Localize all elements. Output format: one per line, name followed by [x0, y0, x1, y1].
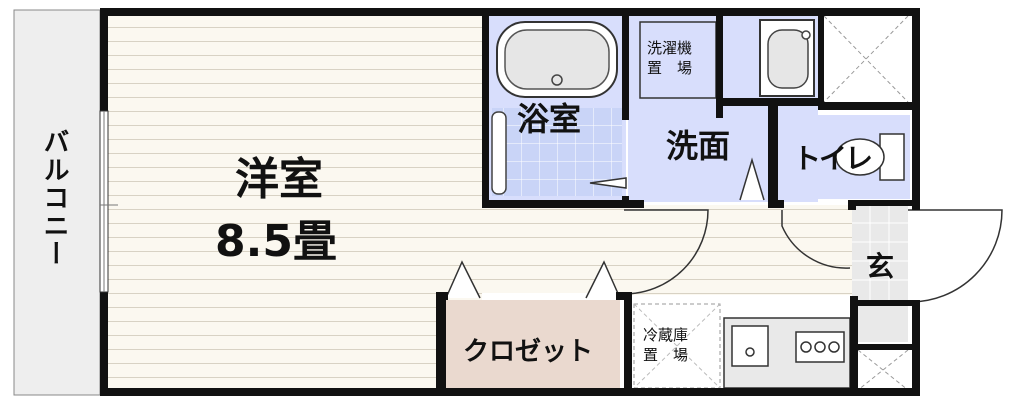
- walls: [100, 8, 920, 396]
- burner-icon: [814, 341, 826, 353]
- bath-label: 浴室: [517, 100, 582, 138]
- storage-lower: [857, 349, 909, 391]
- entrance-label: 玄: [866, 250, 895, 283]
- storage-upper: [823, 15, 909, 103]
- western-room-size: 8.5畳: [215, 216, 337, 267]
- kitchen-sink: [731, 325, 769, 367]
- fridge-label-1: 冷蔵庫: [643, 326, 689, 344]
- western-room: [108, 16, 482, 388]
- corridor: [482, 205, 852, 295]
- washer-space: [639, 21, 717, 99]
- stove: [795, 331, 845, 363]
- balcony-label: バルコニー: [39, 128, 69, 268]
- kitchen: [723, 317, 851, 389]
- fridge-space: [633, 303, 721, 389]
- sink-basin: [767, 29, 809, 89]
- entrance: [852, 205, 908, 342]
- washroom-label: 洗面: [666, 127, 731, 165]
- bathroom: [488, 16, 627, 202]
- washer-label-2: 置 場: [647, 59, 693, 77]
- kitchen-drain-icon: [745, 347, 755, 357]
- toilet-label: トイレ: [793, 142, 873, 175]
- toilet-bowl: [835, 138, 885, 176]
- balcony-window: [99, 110, 118, 293]
- burner-icon: [800, 341, 812, 353]
- western-room-name: 洋室: [235, 154, 323, 205]
- faucet-icon: [801, 30, 811, 40]
- closet-label: クロゼット: [463, 337, 594, 367]
- bath-drain-icon: [551, 74, 563, 86]
- door-swings: [623, 209, 1003, 303]
- washer-label-1: 洗濯機: [647, 39, 693, 57]
- balcony: [13, 9, 101, 396]
- toilet-room: [780, 115, 910, 199]
- burner-icon: [828, 341, 840, 353]
- closet: [444, 260, 621, 390]
- fridge-label-2: 置 場: [643, 346, 689, 364]
